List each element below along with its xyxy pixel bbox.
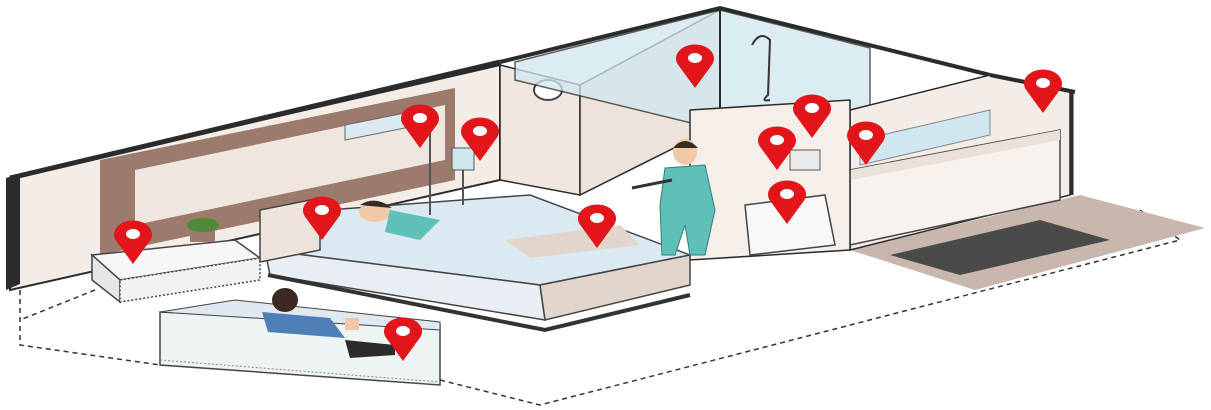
left-wall-edge bbox=[6, 174, 20, 290]
potted-plant bbox=[187, 218, 219, 242]
